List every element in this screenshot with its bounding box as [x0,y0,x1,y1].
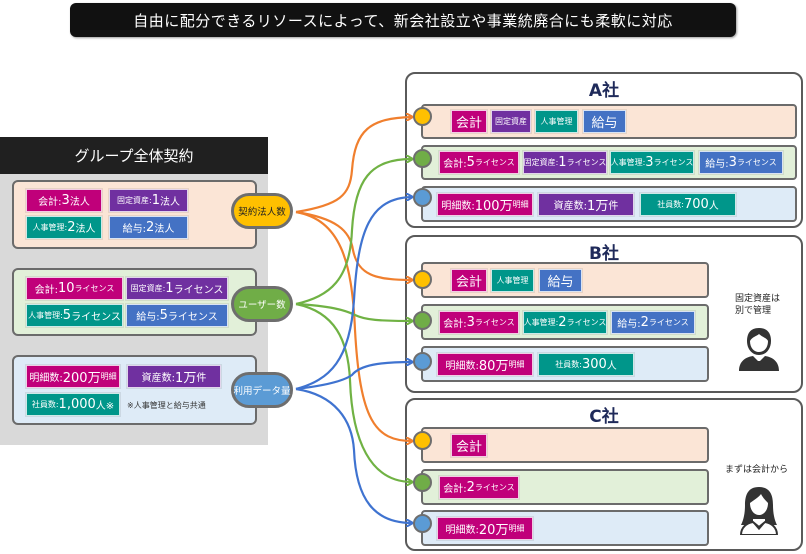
connector-users-to-c [295,302,412,482]
female-user-icon [739,487,779,535]
dot-a-data [413,188,432,207]
module-accounting: 会計 [451,269,487,292]
shared-note: ※人事管理と給与共通 [127,401,206,410]
dot-b-users [413,311,432,330]
data-asset-count: 資産数:1万件 [538,193,634,216]
dot-a-contract [413,107,432,126]
connector-contract-to-a [295,117,412,214]
connector-contract-to-c [295,210,412,441]
module-hr: 人事管理 [491,269,534,292]
dot-a-users [413,149,432,168]
connector-users-to-a [295,159,412,306]
module-fixed-assets: 固定資産 [491,110,531,133]
dot-b-contract [413,270,432,289]
company-c-title: C社 [589,407,619,427]
connector-contract-to-b [295,210,412,280]
data-line-items: 明細数:100万明細 [437,193,533,216]
group-contract-title: グループ全体契約 [0,137,268,174]
company-b-title: B社 [589,244,619,264]
male-user-icon [739,328,779,371]
dot-c-users [413,473,432,492]
company-b-modules-row: 会計 人事管理 給与 [421,262,709,298]
module-accounting: 会計 [451,110,487,133]
company-a-modules-row: 会計 固定資産 人事管理 給与 [421,104,797,139]
dot-b-data [413,352,432,371]
tag-asset-count: 資産数:1万件 [127,365,221,388]
data-line-items: 明細数:20万明細 [437,517,533,540]
pill-user-count: ユーザー数 [231,286,293,322]
headline-text: 自由に配分できるリソースによって、新会社設立や事業統廃合にも柔軟に対応 [133,11,673,30]
company-b-side-note: 固定資産は 別で管理 [735,294,781,316]
dot-c-contract [413,431,432,450]
pill-contract-entities: 契約法人数 [231,193,293,229]
connector-data-to-a [295,197,412,391]
connector-data-to-c [295,387,412,523]
company-a-title: A社 [588,81,620,101]
module-hr: 人事管理 [535,110,578,133]
data-line-items: 明細数:80万明細 [437,353,533,376]
tag-line-items: 明細数:200万明細 [26,365,120,388]
connector-data-to-b [295,362,412,391]
pill-data-volume: 利用データ量 [231,372,293,408]
company-c-modules-row: 会計 [421,427,709,463]
connector-users-to-b [295,302,412,321]
module-payroll: 給与 [583,110,626,133]
dot-c-data [413,514,432,533]
module-payroll: 給与 [539,269,582,292]
company-c-data-row: 明細数:20万明細 [421,510,709,546]
company-c-side-note: まずは会計から [725,465,789,475]
module-accounting: 会計 [451,434,487,457]
headline-banner: 自由に配分できるリソースによって、新会社設立や事業統廃合にも柔軟に対応 [70,3,736,37]
